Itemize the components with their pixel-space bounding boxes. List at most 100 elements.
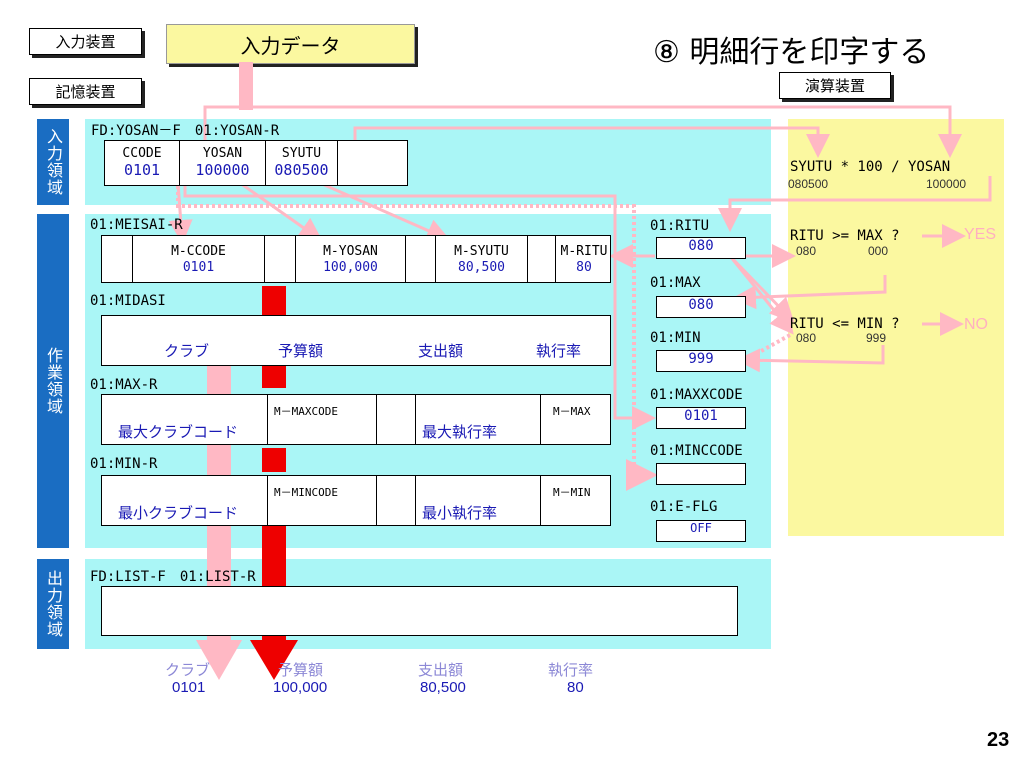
max-rate-label: 最大執行率 [422, 423, 498, 441]
field-value: 0101 [123, 161, 161, 179]
input-data-text: 入力データ [240, 33, 341, 58]
var-minccode-label: 01:MINCCODE [650, 443, 743, 459]
field-name: SYUTU [281, 146, 322, 161]
min-rate-label: 最小執行率 [422, 504, 498, 522]
max-code-cell: M－MAXCODE [267, 395, 377, 444]
field-name: YOSAN [202, 146, 243, 161]
calc-yes: YES [964, 226, 997, 243]
min-club-code-label: 最小クラブコード [118, 504, 239, 522]
var-maxxcode-label: 01:MAXXCODE [650, 387, 743, 403]
min-field: M－MIN [553, 486, 591, 499]
field-value: 080500 [274, 161, 329, 179]
output-box [101, 586, 738, 636]
max-cell: M－MAX [540, 395, 612, 444]
out-val-club: 0101 [172, 679, 206, 696]
output-region-bar: 出力領域 [37, 559, 69, 649]
field-name: CCODE [122, 146, 162, 161]
calc-cmp1: RITU >= MAX ? [790, 228, 900, 244]
arith-device-text: 演算装置 [804, 77, 865, 95]
calc-formula-v2: 100000 [926, 177, 967, 191]
midasi-box: クラブ 予算額 支出額 執行率 [101, 315, 611, 366]
max-r-box: 最大クラブコード M－MAXCODE 最大執行率 M－MAX [101, 394, 611, 445]
field-value: 80,500 [458, 260, 505, 275]
out-val-spend: 80,500 [420, 679, 466, 696]
calc-cmp2-v1: 080 [796, 331, 817, 345]
field-name: M-SYUTU [454, 244, 509, 259]
meisai-field-ccode: M-CCODE 0101 [133, 236, 265, 282]
var-max-value: 080 [656, 296, 746, 318]
calc-cmp2-v2: 999 [866, 331, 887, 345]
min-r-box: 最小クラブコード M－MINCODE 最小執行率 M－MIN [101, 475, 611, 526]
meisai-pad [528, 236, 556, 282]
var-min-label: 01:MIN [650, 330, 701, 346]
var-ritu-label: 01:RITU [650, 218, 710, 234]
var-maxxcode-value: 0101 [656, 407, 746, 429]
input-record-header: FD:YOSAN－F 01:YOSAN-R [91, 123, 280, 139]
var-ritu-value: 080 [656, 237, 746, 259]
slide-title: ⑧ 明細行を印字する [653, 35, 930, 70]
max-club-code-label: 最大クラブコード [118, 423, 239, 441]
min-code-cell: M－MINCODE [267, 476, 377, 525]
out-col-club: クラブ [165, 661, 211, 679]
page-number: 23 [987, 729, 1010, 751]
field-value: 80 [576, 260, 592, 275]
midasi-header: 01:MIDASI [90, 293, 166, 309]
min-pad [375, 476, 416, 525]
calc-cmp1-v2: 000 [868, 244, 889, 258]
min-r-header: 01:MIN-R [90, 456, 158, 472]
meisai-header: 01:MEISAI-R [90, 217, 183, 233]
input-data-label: 入力データ [166, 24, 415, 64]
output-header: FD:LIST-F 01:LIST-R [90, 569, 256, 585]
meisai-field-ritu: M-RITU 80 [556, 236, 612, 282]
storage-device-label: 記憶装置 [29, 78, 142, 105]
input-device-text: 入力装置 [55, 33, 116, 51]
midasi-col-club: クラブ [164, 342, 210, 360]
arith-device-label: 演算装置 [779, 72, 891, 99]
min-cell: M－MIN [540, 476, 612, 525]
meisai-field-yosan: M-YOSAN 100,000 [296, 236, 406, 282]
meisai-box: M-CCODE 0101 M-YOSAN 100,000 M-SYUTU 80,… [101, 235, 611, 283]
meisai-pad [406, 236, 436, 282]
storage-device-text: 記憶装置 [55, 83, 116, 101]
max-code-field: M－MAXCODE [274, 405, 338, 418]
meisai-field-syutu: M-SYUTU 80,500 [436, 236, 528, 282]
field-value: 0101 [182, 260, 215, 275]
meisai-pad [102, 236, 133, 282]
var-minccode-value [656, 463, 746, 485]
calc-cmp2: RITU <= MIN ? [790, 316, 900, 332]
work-region-bar: 作業領域 [37, 214, 69, 548]
midasi-col-budget: 予算額 [278, 342, 324, 360]
max-pad [375, 395, 416, 444]
input-field-yosan: YOSAN 100000 [180, 141, 266, 185]
midasi-col-rate: 執行率 [536, 342, 582, 360]
field-value: 100000 [195, 161, 250, 179]
input-field-ccode: CCODE 0101 [105, 141, 180, 185]
var-min-value: 999 [656, 350, 746, 372]
field-name: M-CCODE [171, 244, 226, 259]
var-eflg-label: 01:E-FLG [650, 499, 718, 515]
out-col-spend: 支出額 [418, 661, 464, 679]
calc-formula: SYUTU * 100 / YOSAN [790, 159, 951, 175]
out-val-budget: 100,000 [273, 679, 328, 696]
var-max-label: 01:MAX [650, 275, 701, 291]
calc-formula-v1: 080500 [788, 177, 829, 191]
field-name: M-RITU [560, 244, 608, 259]
input-field-syutu: SYUTU 080500 [266, 141, 338, 185]
calc-region [788, 119, 1004, 536]
out-col-rate: 執行率 [548, 661, 594, 679]
midasi-col-spend: 支出額 [418, 342, 464, 360]
input-record-box: CCODE 0101 YOSAN 100000 SYUTU 080500 [104, 140, 408, 186]
calc-cmp1-v1: 080 [796, 244, 817, 258]
calc-no: NO [964, 316, 988, 333]
field-value: 100,000 [323, 260, 378, 275]
max-r-header: 01:MAX-R [90, 377, 158, 393]
out-col-budget: 予算額 [278, 661, 324, 679]
var-eflg-value: OFF [656, 520, 746, 542]
field-name: M-YOSAN [323, 244, 378, 259]
min-code-field: M－MINCODE [274, 486, 338, 499]
input-device-label: 入力装置 [29, 28, 142, 55]
input-region-bar: 入力領域 [37, 119, 69, 205]
meisai-pad [265, 236, 296, 282]
max-field: M－MAX [553, 405, 591, 418]
out-val-rate: 80 [567, 679, 584, 696]
